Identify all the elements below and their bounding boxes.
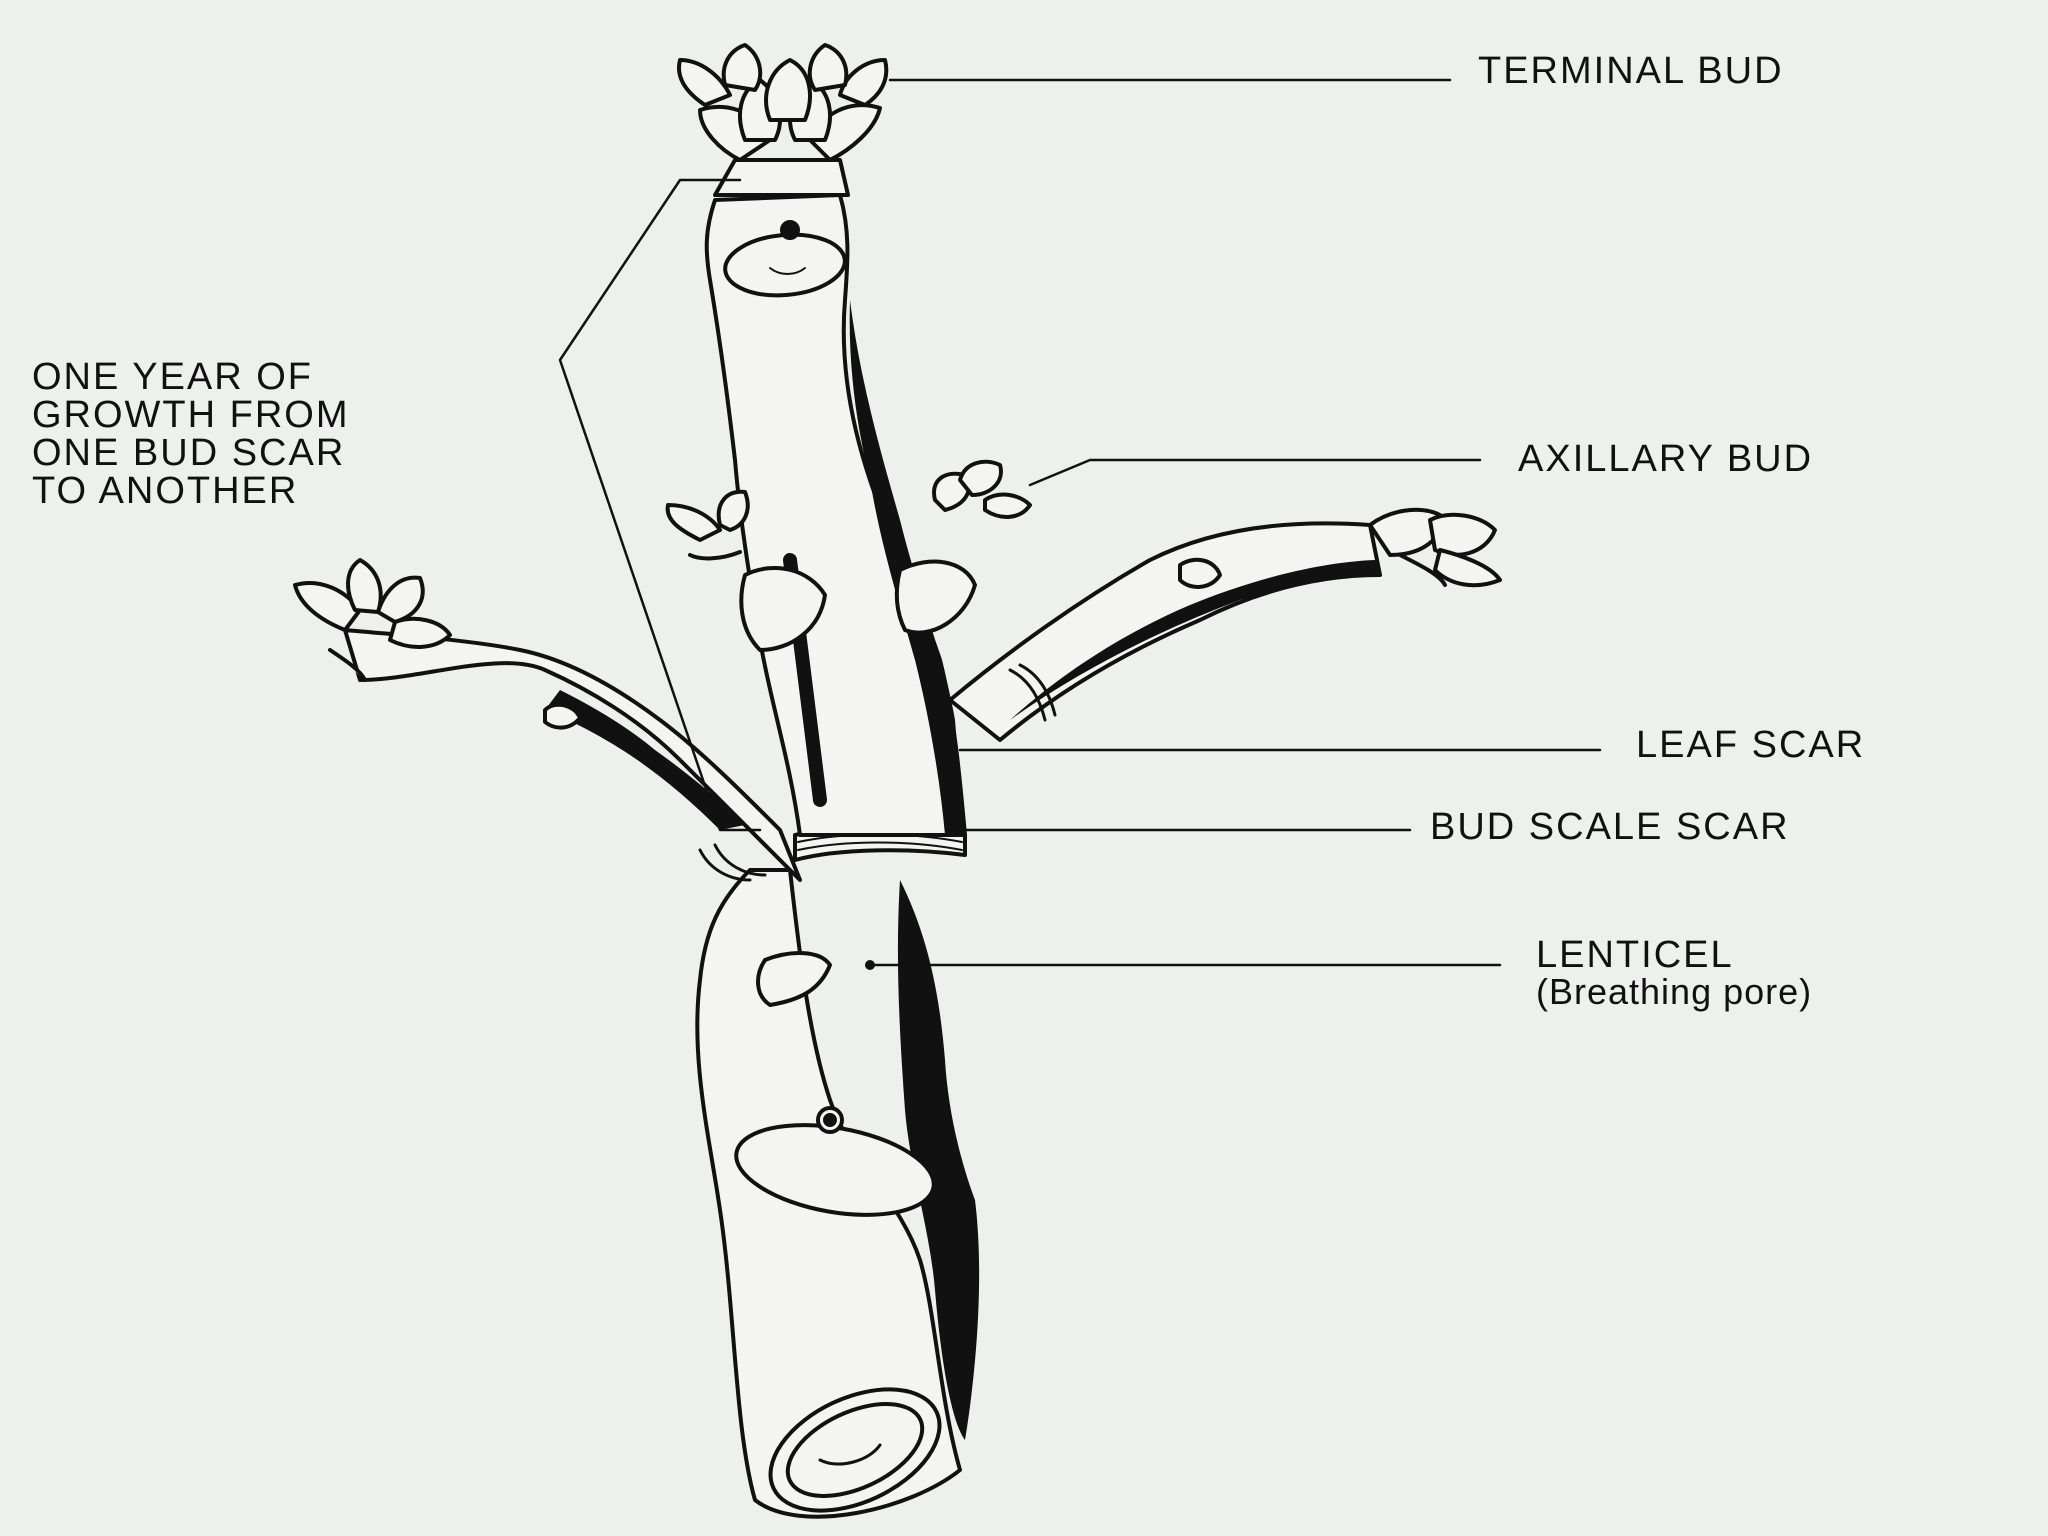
leaf-scar-right	[897, 562, 975, 633]
right-branch	[950, 523, 1380, 740]
one-year-growth-line-2: GROWTH FROM	[32, 396, 350, 434]
terminal-collar	[715, 160, 848, 195]
lenticel-label: LENTICEL (Breathing pore)	[1536, 936, 1812, 1010]
axillary-bud-left	[668, 492, 748, 559]
leaf-scar-label: LEAF SCAR	[1636, 726, 1865, 764]
axillary-bud-label: AXILLARY BUD	[1518, 440, 1813, 478]
one-year-growth-line-1: ONE YEAR OF	[32, 358, 350, 396]
lenticel-scar	[758, 953, 830, 1005]
one-year-growth-line-4: TO ANOTHER	[32, 472, 350, 510]
right-branch-bud	[1370, 510, 1500, 585]
terminal-bud-scales	[679, 45, 886, 160]
left-branch	[345, 630, 800, 880]
right-branch-node	[1180, 560, 1220, 587]
lenticel-note: (Breathing pore)	[1536, 974, 1812, 1010]
bud-scale-scar-label: BUD SCALE SCAR	[1430, 808, 1790, 846]
lenticel-title: LENTICEL	[1536, 936, 1812, 974]
leader-axillary-bud	[1030, 460, 1480, 485]
one-year-growth-line-3: ONE BUD SCAR	[32, 434, 350, 472]
terminal-bud-label: TERMINAL BUD	[1478, 52, 1784, 90]
left-branch-node	[545, 705, 580, 728]
axillary-bud-right	[934, 462, 1030, 517]
one-year-growth-label: ONE YEAR OF GROWTH FROM ONE BUD SCAR TO …	[32, 358, 350, 510]
